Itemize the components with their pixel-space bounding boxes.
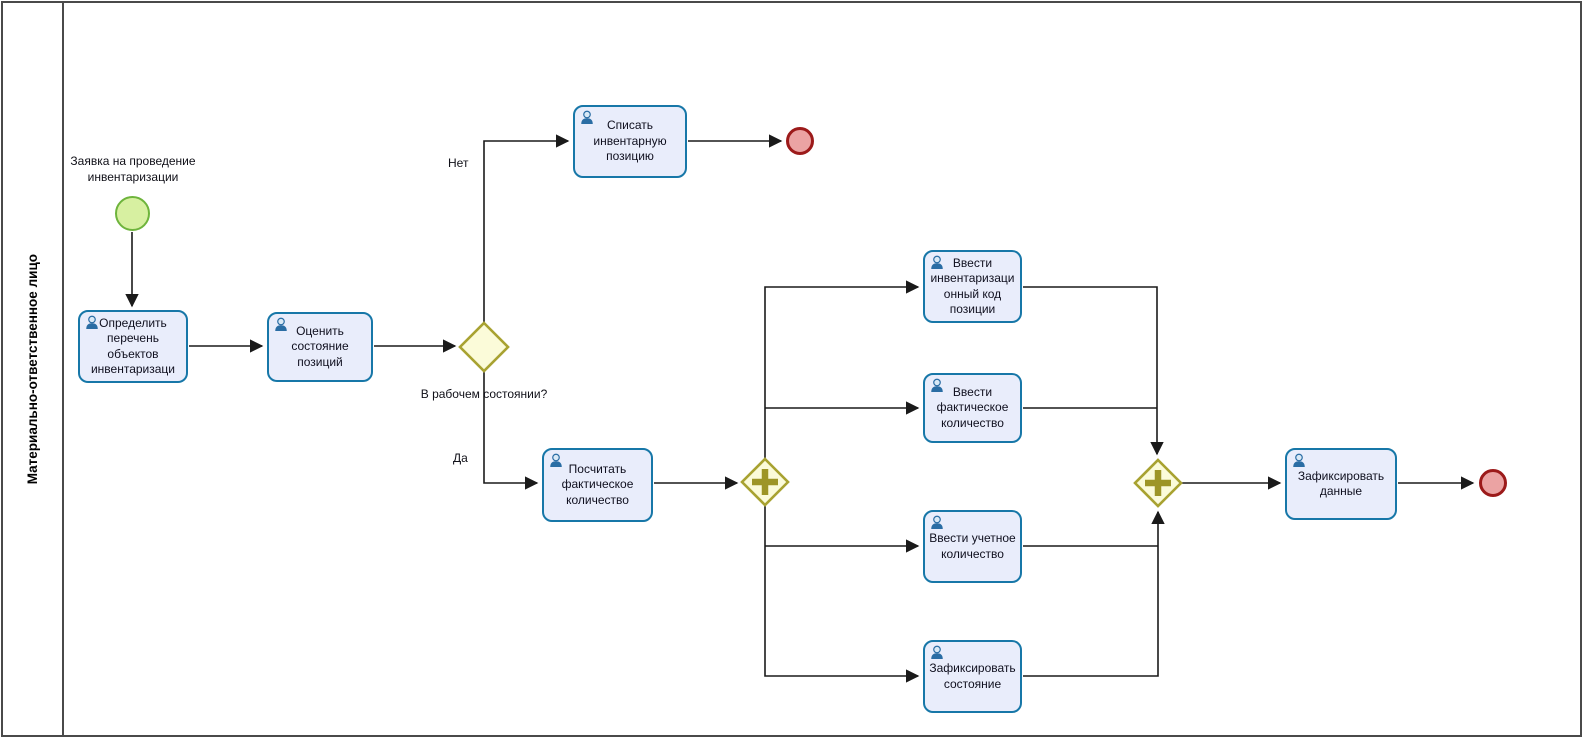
start-event-label: Заявка на проведение инвентаризации — [70, 154, 196, 184]
edge-label-no: Нет — [448, 156, 469, 170]
task-label: Оценить состояние позиций — [291, 323, 349, 369]
task-label: Посчитать фактическое количество — [561, 461, 634, 507]
flow-no-to-writeoff — [483, 134, 570, 322]
task-enter-recorded-quantity[interactable]: Ввести учетное количество — [923, 510, 1022, 583]
task-write-off-position[interactable]: Списать инвентарную позицию — [573, 105, 687, 178]
gateway-question-label: В рабочем состоянии? — [420, 387, 548, 401]
task-record-data[interactable]: Зафиксировать данные — [1285, 448, 1397, 520]
user-icon — [86, 315, 98, 329]
parallel-gateway-join[interactable] — [1133, 458, 1183, 508]
user-icon — [931, 515, 943, 529]
user-icon — [931, 378, 943, 392]
task-record-state[interactable]: Зафиксировать состояние — [923, 640, 1022, 713]
task-count-actual-quantity[interactable]: Посчитать фактическое количество — [542, 448, 653, 522]
task-label: Зафиксировать состояние — [929, 661, 1016, 691]
user-icon — [1293, 453, 1305, 467]
task-label: Определить перечень объектов инвентариза… — [90, 315, 176, 377]
task-enter-inventory-code[interactable]: Ввести инвентаризаци онный код позиции — [923, 250, 1022, 323]
task-enter-actual-quantity[interactable]: Ввести фактическое количество — [923, 373, 1022, 443]
user-icon — [581, 110, 593, 124]
task-define-inventory-list[interactable]: Определить перечень объектов инвентариза… — [78, 310, 188, 383]
task-label: Ввести учетное количество — [929, 531, 1016, 561]
flow-yes-to-count — [483, 372, 539, 490]
edge-label-yes: Да — [453, 451, 468, 465]
flow-split-to-enter-code — [764, 280, 920, 458]
lane-header: Материально-ответственное лицо — [3, 3, 64, 735]
flow-enter-code-to-join — [1023, 286, 1164, 456]
task-label: Ввести фактическое количество — [936, 384, 1009, 430]
flow-split-to-record-state — [764, 506, 920, 683]
user-icon — [931, 255, 943, 269]
task-assess-state[interactable]: Оценить состояние позиций — [267, 312, 373, 382]
end-event-writeoff[interactable] — [786, 127, 814, 155]
task-label: Зафиксировать данные — [1297, 468, 1385, 499]
end-event-final[interactable] — [1479, 469, 1507, 497]
exclusive-gateway[interactable] — [458, 321, 510, 373]
task-label: Списать инвентарную позицию — [593, 118, 667, 164]
flow-record-state-to-join — [1023, 510, 1165, 677]
user-icon — [275, 317, 287, 331]
user-icon — [931, 645, 943, 659]
task-label: Ввести инвентаризаци онный код позиции — [930, 255, 1015, 317]
start-event[interactable] — [115, 196, 150, 231]
plus-icon — [1145, 470, 1171, 496]
plus-icon — [752, 469, 778, 495]
user-icon — [550, 453, 562, 467]
parallel-gateway-split[interactable] — [740, 457, 790, 507]
